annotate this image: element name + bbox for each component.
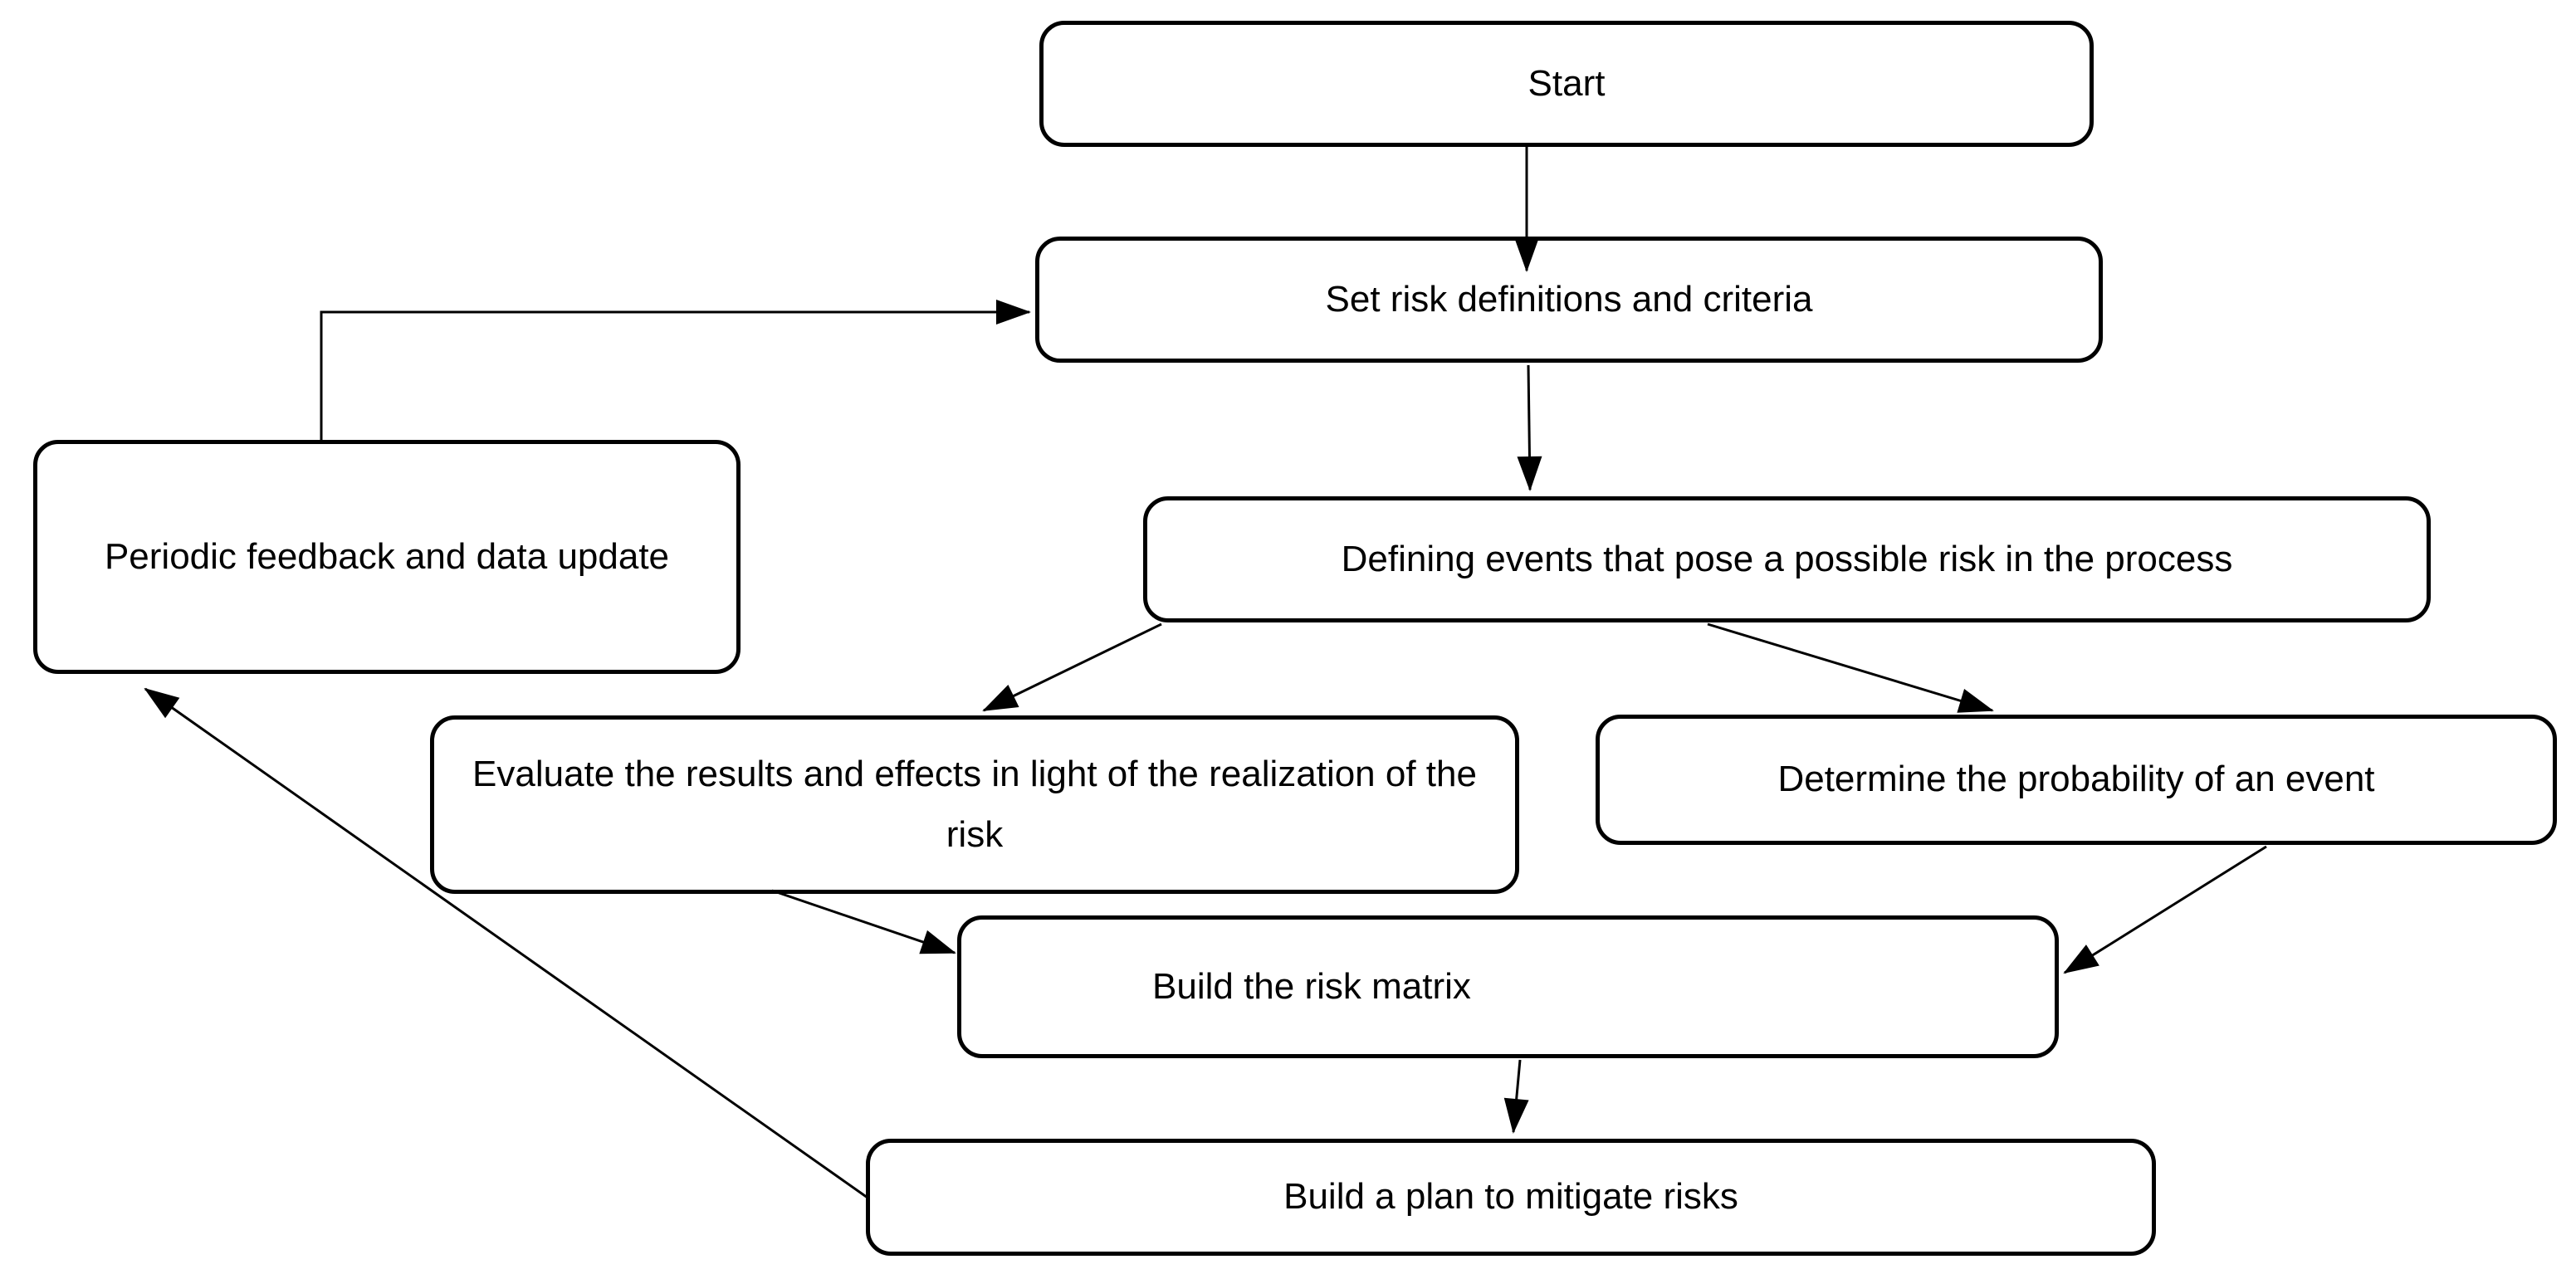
arrow-defining-events-to-determine-probability: [1707, 622, 1994, 713]
flowchart-node-evaluate-results: Evaluate the results and effects in ligh…: [430, 715, 1519, 894]
arrow-determine-probability-to-build-matrix: [2063, 845, 2267, 974]
flowchart-node-defining-events: Defining events that pose a possible ris…: [1143, 496, 2431, 622]
node-label-start: Start: [1528, 62, 1606, 104]
flowchart-node-periodic-feedback: Periodic feedback and data update: [33, 440, 741, 674]
arrow-build-matrix-to-build-plan: [1503, 1059, 1529, 1134]
flowchart-node-start: Start: [1039, 21, 2094, 147]
node-label-build-mitigation-plan: Build a plan to mitigate risks: [1283, 1176, 1738, 1218]
node-label-build-risk-matrix: Build the risk matrix: [1152, 965, 1471, 1007]
flowchart-node-determine-probability: Determine the probability of an event: [1596, 715, 2557, 845]
arrow-defining-events-to-evaluate-results: [982, 622, 1162, 712]
arrow-set-risk-to-defining-events: [1517, 364, 1542, 491]
arrow-evaluate-results-to-build-matrix: [771, 889, 956, 954]
node-label-determine-probability: Determine the probability of an event: [1777, 759, 2375, 800]
node-label-periodic-feedback: Periodic feedback and data update: [104, 535, 670, 577]
flowchart-node-set-risk-definitions: Set risk definitions and criteria: [1035, 237, 2103, 363]
node-label-evaluate-results: Evaluate the results and effects in ligh…: [472, 753, 1477, 855]
node-label-set-risk-definitions: Set risk definitions and criteria: [1325, 278, 1813, 320]
arrow-periodic-feedback-to-set-risk: [320, 300, 1031, 442]
flowchart-node-build-risk-matrix: Build the risk matrix: [957, 915, 2059, 1058]
flowchart-node-build-mitigation-plan: Build a plan to mitigate risks: [866, 1139, 2156, 1256]
node-label-defining-events: Defining events that pose a possible ris…: [1341, 538, 2233, 579]
